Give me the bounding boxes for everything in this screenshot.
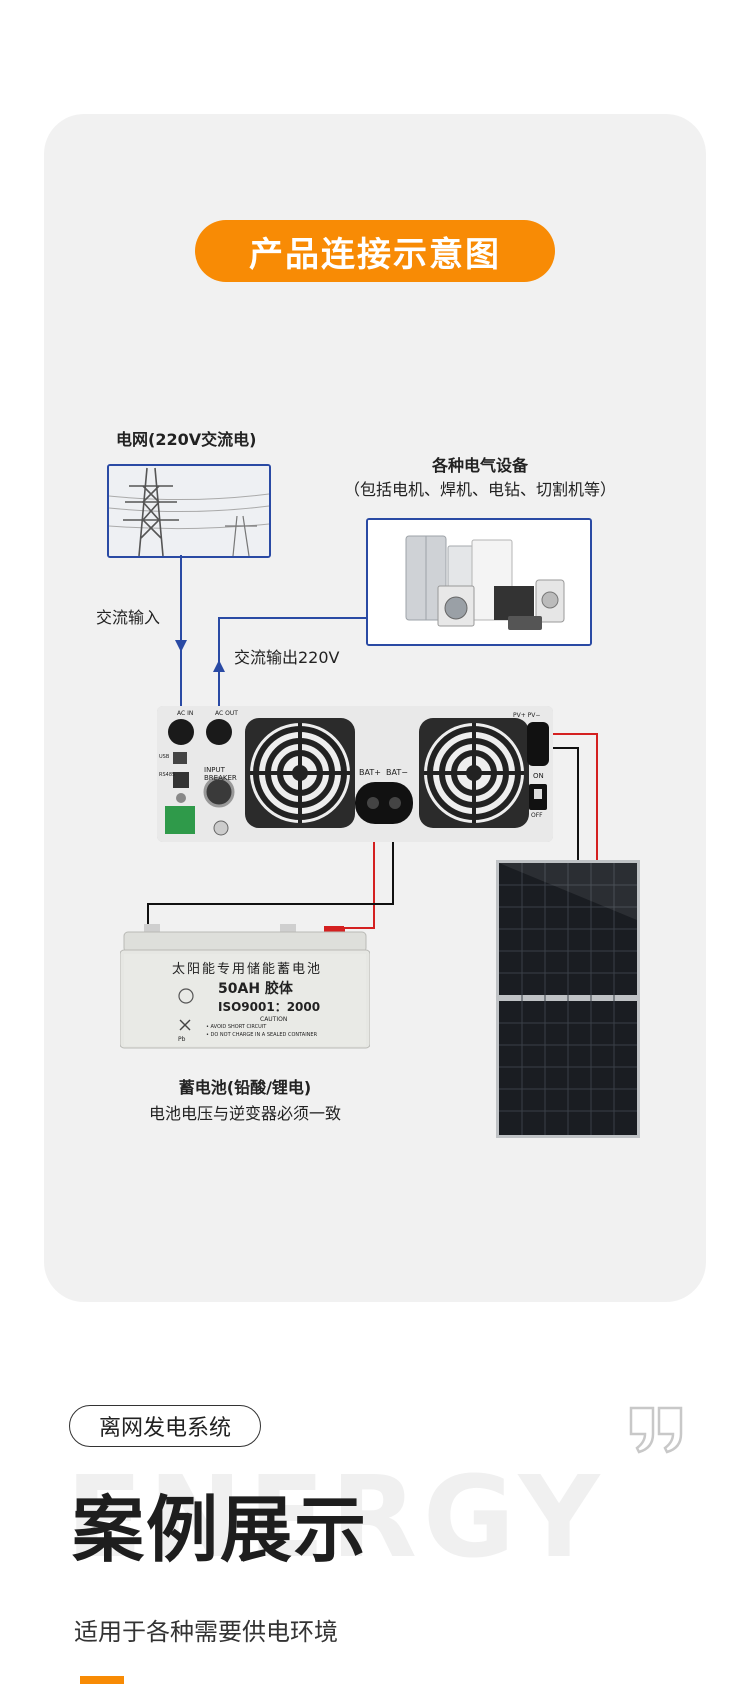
terminal-block [165, 806, 195, 834]
ac-input-label: 交流输入 [96, 608, 161, 627]
ghost-background-text: ENERGY [66, 1453, 606, 1583]
solar-panel-graphic [496, 860, 640, 1138]
diagram-title: 产品连接示意图 [195, 220, 555, 282]
battery-caution-2: • DO NOT CHARGE IN A SEALED CONTAINER [206, 1032, 318, 1038]
battery-title: 蓄电池(铅酸/锂电) [178, 1078, 312, 1097]
rs485-port [173, 772, 189, 788]
appliances-subtitle: （包括电机、焊机、电钻、切割机等） [343, 480, 616, 499]
pv-connectors [527, 722, 549, 766]
battery-brand-line: 太阳能专用储能蓄电池 [172, 962, 323, 977]
fan-right [419, 718, 529, 828]
ac-output-arrow [213, 660, 225, 672]
usb-text: USB [159, 754, 170, 760]
rs485-text: RS485 [159, 772, 176, 778]
ac-in-socket [168, 719, 194, 745]
section-subtitle: 适用于各种需要供电环境 [74, 1618, 338, 1646]
ac-output-wire [218, 617, 366, 720]
grid-label: 电网(220V交流电) [116, 430, 257, 449]
solar-panel [496, 860, 640, 1138]
section-title: 案例展示 [72, 1488, 369, 1572]
bat-plus-text: BAT+ [359, 768, 381, 777]
quote-icon [629, 1406, 683, 1454]
ac-out-socket [206, 719, 232, 745]
battery-capacity: 50AH 胶体 [218, 981, 293, 997]
battery-terminals [355, 782, 413, 824]
battery-caution: CAUTION [260, 1016, 288, 1023]
battery-subtitle: 电池电压与逆变器必须一致 [148, 1104, 341, 1123]
pv-text: PV+ PV− [513, 712, 541, 719]
input-breaker-text: INPUT BREAKER [204, 766, 237, 782]
bat-minus-text: BAT− [386, 768, 408, 777]
ac-output-label: 交流输出220V [234, 648, 340, 667]
battery-caution-1: • AVOID SHORT CIRCUIT [206, 1024, 267, 1030]
battery: 太阳能专用储能蓄电池 50AH 胶体 ISO9001：2000 CAUTION … [120, 924, 370, 1050]
power-tower-icon [109, 466, 269, 556]
category-tag: 离网发电系统 [69, 1405, 261, 1447]
battery-iso: ISO9001：2000 [218, 1000, 321, 1014]
on-text: ON [533, 772, 544, 780]
battery-negative-wire [147, 802, 394, 930]
power-grid-photo [107, 464, 271, 558]
inverter-graphic [157, 706, 553, 842]
battery-pb: Pb [178, 1036, 186, 1043]
pv-negative-wire [542, 747, 579, 860]
off-text: OFF [531, 812, 543, 819]
input-breaker [203, 776, 235, 808]
fan-left [245, 718, 355, 828]
appliances-title: 各种电气设备 [431, 456, 528, 475]
ac-in-text: AC IN [177, 710, 194, 717]
appliances-photo [366, 518, 592, 646]
accent-bar [80, 1676, 124, 1684]
usb-port [173, 752, 187, 764]
inverter-rear-panel: AC IN AC OUT USB RS485 INPUT BREAKER BAT… [157, 706, 553, 842]
appliances-icon [368, 520, 590, 644]
battery-body [120, 924, 370, 1049]
connection-wires [147, 555, 598, 940]
ac-input-arrow [175, 640, 187, 652]
ac-out-text: AC OUT [215, 710, 238, 717]
pv-positive-wire [542, 733, 598, 860]
